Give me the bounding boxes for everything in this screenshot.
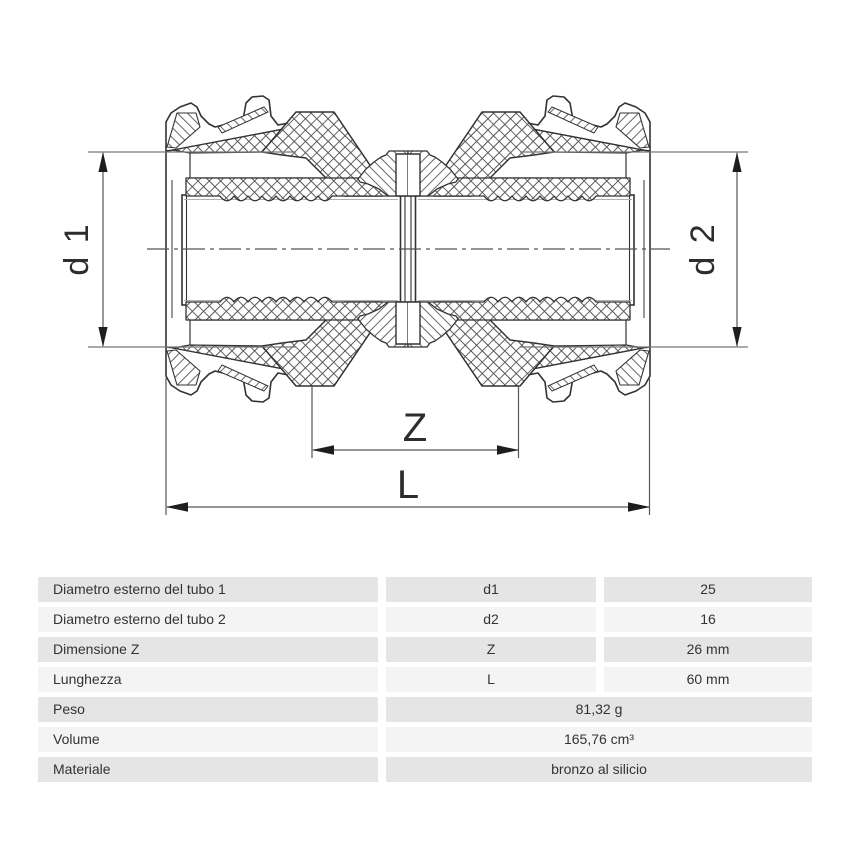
row-label: Materiale — [38, 757, 378, 782]
dimension-d1: d 1 — [58, 151, 296, 348]
row-value: 60 mm — [604, 667, 812, 692]
row-value: 25 — [604, 577, 812, 602]
dim-label-z: Z — [403, 406, 427, 450]
table-row: Lunghezza L 60 mm — [38, 667, 812, 692]
row-symbol: d1 — [386, 577, 596, 602]
row-label: Peso — [38, 697, 378, 722]
dimension-l: L — [165, 378, 651, 515]
row-symbol: d2 — [386, 607, 596, 632]
dimension-d2: d 2 — [520, 151, 748, 348]
row-value: 16 — [604, 607, 812, 632]
dimension-z: Z — [311, 386, 520, 458]
row-symbol: L — [386, 667, 596, 692]
row-value: 165,76 cm³ — [386, 727, 812, 752]
dim-label-l: L — [397, 463, 419, 507]
row-label: Diametro esterno del tubo 1 — [38, 577, 378, 602]
coupling-quadrant — [165, 95, 409, 249]
dim-label-d1: d 1 — [58, 222, 96, 275]
table-row: Diametro esterno del tubo 2 d2 16 — [38, 607, 812, 632]
coupling-bore-half — [181, 163, 406, 306]
row-label: Diametro esterno del tubo 2 — [38, 607, 378, 632]
row-label: Dimensione Z — [38, 637, 378, 662]
table-row: Volume 165,76 cm³ — [38, 727, 812, 752]
row-value: bronzo al silicio — [386, 757, 812, 782]
row-label: Volume — [38, 727, 378, 752]
table-row: Dimensione Z Z 26 mm — [38, 637, 812, 662]
row-symbol: Z — [386, 637, 596, 662]
row-value: 26 mm — [604, 637, 812, 662]
table-row: Materiale bronzo al silicio — [38, 757, 812, 782]
row-value: 81,32 g — [386, 697, 812, 722]
table-row: Diametro esterno del tubo 1 d1 25 — [38, 577, 812, 602]
table-row: Peso 81,32 g — [38, 697, 812, 722]
technical-drawing: d 1 d 2 Z L — [58, 95, 748, 515]
row-label: Lunghezza — [38, 667, 378, 692]
dim-label-d2: d 2 — [684, 222, 722, 275]
